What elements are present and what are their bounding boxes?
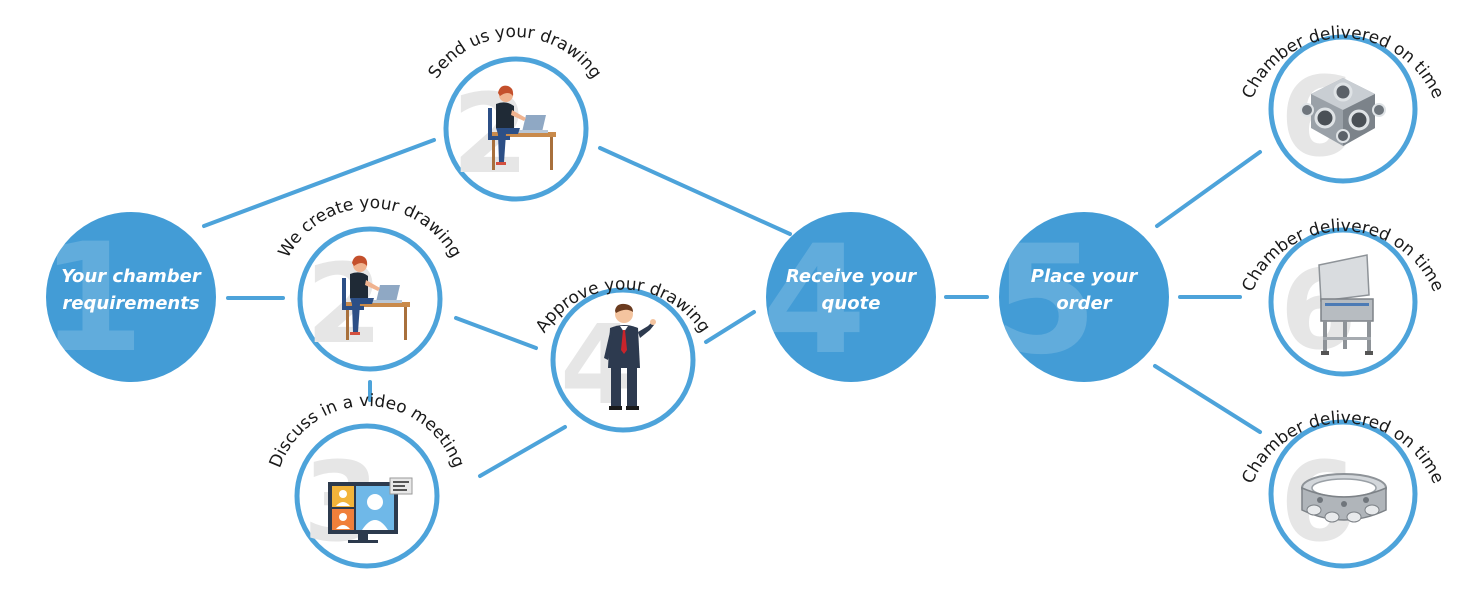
video-call-monitor-icon xyxy=(328,477,413,543)
step-number: 4 xyxy=(762,214,866,388)
step-number: 1 xyxy=(40,212,144,386)
ring-chamber-icon xyxy=(1301,473,1387,523)
step-label-line-1: Your chamber xyxy=(61,266,202,287)
step-number: 5 xyxy=(993,214,1097,388)
step-label-line-2: order xyxy=(1056,293,1112,314)
step-circle xyxy=(766,212,936,382)
step-label-line-2: requirements xyxy=(62,293,199,314)
cube-vacuum-chamber-icon xyxy=(1300,78,1386,146)
step-circle xyxy=(46,212,216,382)
connector-1-to-send xyxy=(202,138,436,228)
connector-order-to-delivered-bottom xyxy=(1153,364,1262,434)
connectors xyxy=(202,138,1262,478)
step-receive-quote: 4 Receive your quote xyxy=(762,212,936,388)
connector-create-to-approve xyxy=(454,316,538,350)
step-delivered-bottom: 6 Chamber delivered on time xyxy=(1238,408,1448,569)
step-place-order: 5 Place your order xyxy=(993,212,1169,388)
connector-video-to-approve xyxy=(478,425,567,478)
step-video-meeting: 3 Discuss in a video meeting xyxy=(266,391,468,569)
box-chamber-on-stand-icon xyxy=(1318,254,1374,355)
step-label-line-1: Place your xyxy=(1031,266,1139,287)
connector-order-to-delivered-top xyxy=(1155,150,1262,228)
step-delivered-top: 6 Chamber delivered on time xyxy=(1238,23,1448,184)
step-approve-drawing: 4 Approve your drawing xyxy=(532,274,714,433)
step-create-drawing: 2 We create your drawing xyxy=(275,193,465,372)
woman-at-desk-icon xyxy=(488,85,556,170)
businessman-presenting-icon xyxy=(604,303,656,410)
step-label-line-1: Receive your xyxy=(786,266,917,287)
connector-send-to-quote xyxy=(598,146,792,236)
connector-approve-to-quote xyxy=(704,310,756,344)
step-label-line-2: quote xyxy=(822,293,881,314)
step-circle xyxy=(999,212,1169,382)
step-send-drawing: 2 Send us your drawing xyxy=(425,22,605,202)
step-delivered-middle: 6 Chamber delivered on time xyxy=(1238,216,1448,377)
woman-at-desk-icon xyxy=(342,255,410,340)
step-requirements: 1 Your chamber requirements xyxy=(40,212,216,386)
